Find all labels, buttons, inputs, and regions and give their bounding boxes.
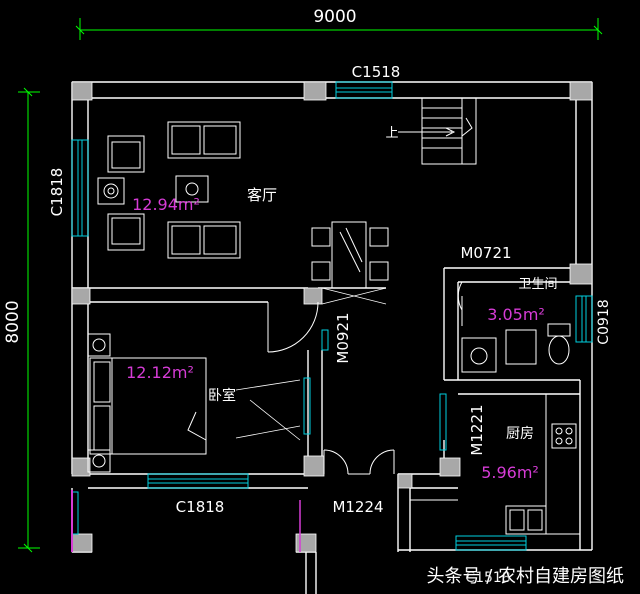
- wardrobe-lines: [235, 379, 301, 441]
- room-name-living: 客厅: [247, 186, 277, 204]
- stairs: [398, 97, 477, 165]
- door-label-bathroom: M0721: [460, 244, 511, 262]
- dining-set: [311, 221, 389, 289]
- watermark-text: 头条号 / 农村自建房图纸: [426, 566, 624, 587]
- window-label-kitchen: C1518: [465, 570, 510, 586]
- kitchen-fixtures: [410, 393, 581, 535]
- sofa-set: [97, 121, 241, 259]
- stairs-up-label: 上: [385, 126, 398, 141]
- room-name-bathroom: 卫生间: [518, 277, 557, 292]
- windows: [71, 81, 593, 551]
- window-label-top: C1518: [352, 63, 401, 81]
- door-swings: [267, 281, 490, 475]
- walls: [71, 81, 593, 594]
- door-label-entrance: M1224: [332, 498, 383, 516]
- window-label-bathroom: C0918: [596, 299, 612, 344]
- room-name-kitchen: 厨房: [506, 426, 534, 442]
- dimension-lines: [18, 18, 603, 553]
- door-leaves: [321, 329, 329, 351]
- bed: [87, 333, 207, 473]
- column-hatch: [321, 287, 387, 305]
- window-label-living-left: C1818: [48, 168, 66, 217]
- room-area-bathroom: 3.05m²: [487, 305, 545, 324]
- height-dimension-label: 8000: [3, 300, 23, 343]
- bathroom-fixtures: [461, 296, 571, 373]
- room-name-bedroom: 卧室: [208, 387, 236, 404]
- structural-columns: [71, 81, 593, 553]
- room-area-living: 12.94m²: [132, 195, 200, 214]
- door-label-kitchen: M1221: [468, 404, 486, 455]
- room-area-kitchen: 5.96m²: [481, 463, 539, 482]
- width-dimension-label: 9000: [313, 7, 356, 27]
- door-label-bedroom: M0921: [334, 312, 352, 363]
- room-area-bedroom: 12.12m²: [126, 363, 194, 382]
- window-label-bedroom-bottom: C1818: [176, 498, 225, 516]
